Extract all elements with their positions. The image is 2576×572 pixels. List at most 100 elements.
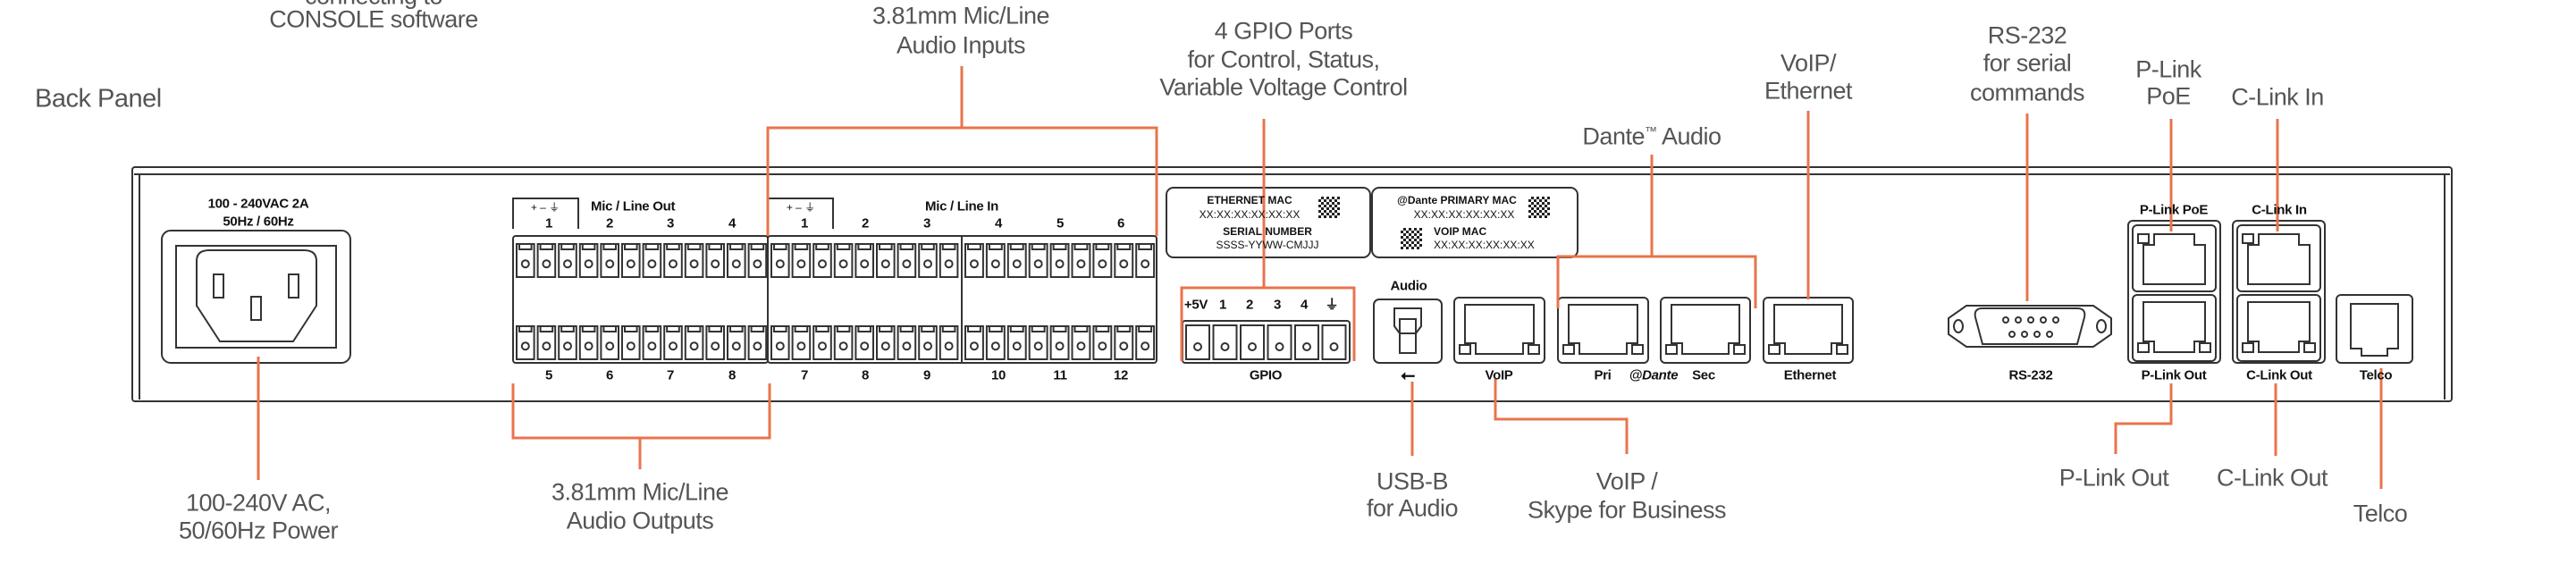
terminal-plug [939, 325, 959, 360]
terminal-plug [642, 243, 662, 278]
terminal-plug [516, 243, 535, 278]
terminal-plug [918, 243, 938, 278]
terminal-plug [770, 325, 790, 360]
terminal-plug [600, 243, 620, 278]
serial-number-value: SSSS-YYWW-CMJJJ [1216, 239, 1319, 251]
terminal-plug [1049, 325, 1070, 360]
terminal-plug [876, 243, 896, 278]
gpio-terminal-plug [1267, 324, 1292, 360]
page-title: Back Panel [35, 84, 162, 114]
channel-number: 1 [544, 215, 553, 231]
ethernet-mac-value: XX:XX:XX:XX:XX:XX [1199, 208, 1301, 221]
callout-rs232-2: for serial [1983, 49, 2072, 77]
channel-number: 5 [544, 367, 553, 383]
p-link-out-port [2132, 294, 2217, 362]
pin-legend-in: + – ⏚ [786, 201, 816, 214]
terminal-plug [621, 243, 641, 278]
terminal-plug [663, 243, 683, 278]
terminal-plug [621, 325, 641, 360]
terminal-plug [1114, 243, 1134, 278]
callout-voip-ethernet-2: Ethernet [1764, 77, 1853, 105]
audio-label: Audio [1390, 278, 1427, 294]
terminal-plug [985, 325, 1006, 360]
mic-line-out-label: Mic / Line Out [591, 198, 676, 214]
terminal-plug [1006, 243, 1027, 278]
terminal-plug [684, 243, 704, 278]
callout-line-gpio [1180, 119, 1356, 361]
terminal-plug [600, 325, 620, 360]
terminal-plug [1092, 325, 1113, 360]
clink-out-label: C-Link Out [2246, 367, 2312, 383]
channel-number: 7 [666, 367, 675, 383]
power-rating: 100 - 240VAC 2A [207, 196, 309, 212]
callout-rs232-1: RS-232 [1987, 21, 2067, 49]
terminal-plug [516, 325, 535, 360]
callout-clink-in: C-Link In [2231, 83, 2324, 111]
pin-legend-out: + – ⏚ [530, 201, 560, 214]
clink-in-label: C-Link In [2252, 202, 2307, 218]
callout-console-1: connecting to [305, 0, 443, 9]
callout-rs232-3: commands [1969, 79, 2085, 106]
terminal-plug [1114, 325, 1134, 360]
channel-number: 4 [994, 215, 1003, 231]
channel-number: 9 [922, 367, 931, 383]
ethernet-port [1763, 297, 1854, 364]
channel-number: 4 [728, 215, 737, 231]
channel-number: 2 [605, 215, 614, 231]
terminal-plug [1049, 243, 1070, 278]
gpio-pin-label: 2 [1245, 297, 1254, 313]
callout-power-1: 100-240V AC, [185, 489, 332, 517]
sec-port-label: Sec [1692, 367, 1715, 383]
terminal-plug [985, 243, 1006, 278]
ethernet-mac-title: ETHERNET MAC [1207, 194, 1292, 206]
usb-icon: ⭠ [1401, 366, 1415, 385]
gpio-pin-label: 4 [1300, 297, 1309, 313]
gpio-terminal-plug [1240, 324, 1265, 360]
terminal-plug [705, 243, 726, 278]
gpio-connector [1182, 320, 1351, 364]
p-link-housing [2127, 220, 2221, 364]
dante-primary-mac-title: @Dante PRIMARY MAC [1397, 194, 1517, 206]
callout-dante: Dante™ Audio [1582, 122, 1722, 150]
gpio-terminal-plug [1321, 324, 1347, 360]
dante-primary-port [1557, 297, 1649, 364]
mic-line-in-label: Mic / Line In [925, 198, 998, 214]
terminal-plug [770, 243, 790, 278]
telco-port [2336, 294, 2413, 364]
callout-voip-1: VoIP / [1595, 467, 1658, 495]
callout-plink-out: P-Link Out [2058, 464, 2169, 492]
voip-port-label: VoIP [1485, 367, 1513, 383]
chassis [131, 166, 2453, 402]
callout-plink-poe-1: P-Link [2135, 55, 2201, 83]
callout-voip-ethernet-1: VoIP/ [1780, 49, 1837, 77]
callout-telco: Telco [2353, 500, 2408, 527]
callout-inputs-2: Audio Inputs [896, 31, 1026, 59]
terminal-plug [876, 325, 896, 360]
c-link-in-port [2236, 224, 2321, 292]
terminal-plug [791, 243, 812, 278]
terminal-plug [1071, 243, 1091, 278]
terminal-plug [854, 243, 875, 278]
qr-code-icon [1528, 197, 1550, 218]
terminal-plug [1006, 325, 1027, 360]
pri-port-label: Pri [1594, 367, 1612, 383]
terminal-plug [791, 325, 812, 360]
terminal-plug [684, 325, 704, 360]
channel-number: 2 [861, 215, 870, 231]
qr-code-icon [1401, 228, 1422, 249]
terminal-plug [1071, 325, 1091, 360]
channel-number: 3 [922, 215, 931, 231]
c-link-out-port [2236, 294, 2321, 362]
callout-line-outputs [511, 383, 771, 469]
plink-out-label: P-Link Out [2141, 367, 2207, 383]
gpio-pin-label: +5V [1183, 297, 1208, 313]
terminal-plug [747, 243, 768, 278]
gpio-pin-label: ⏚ [1325, 297, 1339, 313]
p-link-poe-port [2132, 224, 2217, 292]
power-inlet-socket [196, 249, 317, 342]
terminal-plug [727, 325, 746, 360]
callout-gpio-3: Variable Voltage Control [1159, 73, 1408, 101]
callout-line-dante [1556, 155, 1757, 308]
mac-label-1 [1166, 187, 1371, 258]
